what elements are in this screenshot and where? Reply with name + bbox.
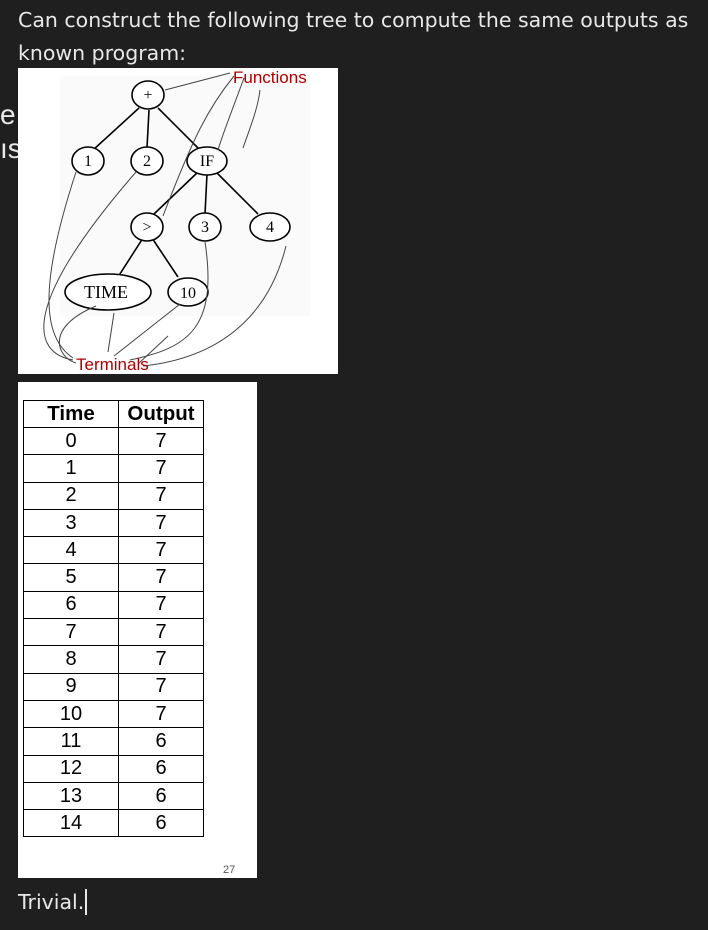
cell-time: 2 bbox=[23, 481, 119, 510]
intro-text: Can construct the following tree to comp… bbox=[18, 8, 689, 65]
cropped-text-line1: e bbox=[0, 99, 16, 130]
cell-output: 7 bbox=[118, 672, 204, 701]
cell-time: 14 bbox=[23, 809, 119, 838]
slide-page-number: 27 bbox=[223, 864, 236, 876]
node-ten-label: 10 bbox=[180, 285, 196, 302]
cell-time: 7 bbox=[23, 618, 119, 647]
cell-output: 7 bbox=[118, 536, 204, 565]
cell-output: 7 bbox=[118, 426, 204, 456]
node-two bbox=[130, 146, 164, 176]
header-output: Output bbox=[118, 400, 204, 428]
cell-output: 6 bbox=[118, 754, 204, 783]
node-if bbox=[186, 146, 228, 176]
terminal-pointer-lines bbox=[43, 171, 287, 367]
cell-time: 11 bbox=[23, 727, 119, 756]
cell-output: 7 bbox=[118, 481, 204, 510]
tree-diagram: + 1 2 IF > 3 4 TIME 10 Functi bbox=[43, 68, 307, 374]
functions-label: Functions bbox=[233, 68, 307, 87]
cell-time: 12 bbox=[23, 754, 119, 783]
cell-time: 0 bbox=[23, 426, 119, 456]
header-time: Time bbox=[23, 400, 119, 428]
message-input[interactable]: Trivial. bbox=[18, 889, 88, 915]
cell-output: 7 bbox=[118, 454, 204, 483]
cell-time: 10 bbox=[23, 699, 119, 729]
node-ten bbox=[167, 277, 209, 307]
cell-time: 4 bbox=[23, 536, 119, 565]
cell-time: 3 bbox=[23, 508, 119, 538]
node-four-label: 4 bbox=[266, 219, 274, 236]
cell-output: 6 bbox=[118, 727, 204, 756]
cell-time: 5 bbox=[23, 563, 119, 592]
tree-slide-image: + 1 2 IF > 3 4 TIME 10 Functi bbox=[18, 68, 338, 374]
node-two-label: 2 bbox=[143, 153, 151, 170]
cell-output: 7 bbox=[118, 563, 204, 592]
cell-time: 9 bbox=[23, 672, 119, 701]
terminals-label: Terminals bbox=[76, 355, 149, 374]
text-caret bbox=[85, 889, 88, 915]
cell-output: 7 bbox=[118, 618, 204, 647]
tree-edges bbox=[92, 107, 259, 278]
node-gt bbox=[130, 212, 164, 242]
cell-output: 7 bbox=[118, 645, 204, 674]
cell-time: 1 bbox=[23, 454, 119, 483]
node-one bbox=[71, 146, 105, 176]
message-input-text: Trivial. bbox=[18, 890, 85, 914]
cell-output: 7 bbox=[118, 508, 204, 538]
node-four bbox=[249, 212, 291, 242]
cell-output: 7 bbox=[118, 590, 204, 620]
cell-output: 6 bbox=[118, 809, 204, 838]
cell-time: 8 bbox=[23, 645, 119, 674]
node-three bbox=[188, 212, 222, 242]
cell-output: 6 bbox=[118, 781, 204, 811]
table-header-row: Time Output bbox=[23, 400, 204, 428]
node-if-label: IF bbox=[200, 153, 214, 170]
cropped-text-line2: ıs bbox=[0, 133, 22, 164]
node-plus bbox=[131, 80, 165, 110]
function-pointer-lines bbox=[162, 72, 261, 217]
cell-time: 6 bbox=[23, 590, 119, 620]
cell-output: 7 bbox=[118, 699, 204, 729]
cell-time: 13 bbox=[23, 781, 119, 811]
node-one-label: 1 bbox=[84, 153, 92, 170]
node-plus-label: + bbox=[143, 87, 152, 104]
node-three-label: 3 bbox=[201, 219, 209, 236]
node-gt-label: > bbox=[142, 219, 151, 236]
node-time-label: TIME bbox=[84, 282, 128, 302]
node-time bbox=[64, 273, 152, 311]
